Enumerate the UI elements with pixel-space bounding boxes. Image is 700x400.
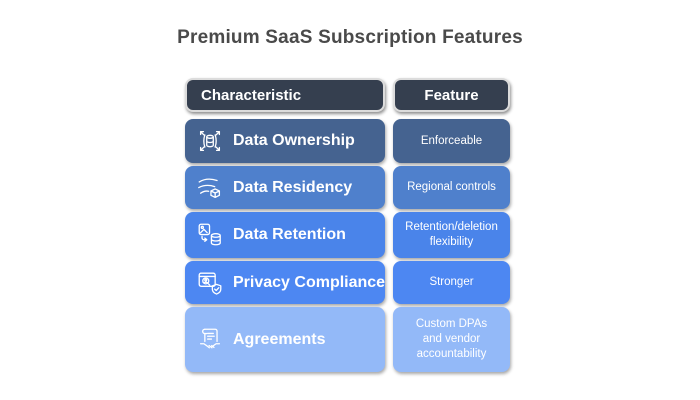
page-title: Premium SaaS Subscription Features — [177, 27, 523, 48]
feature-cell: Custom DPAs and vendor accountability — [393, 307, 510, 372]
features-table: Characteristic Feature Data Ownership En… — [185, 78, 510, 372]
characteristic-label: Data Residency — [233, 178, 353, 196]
data-residency-icon — [195, 173, 225, 203]
characteristic-label: Data Ownership — [233, 132, 355, 149]
table-header-row: Characteristic Feature — [185, 78, 510, 112]
table-row: Data Residency Regional controls — [185, 166, 510, 209]
characteristic-label: Data Retention — [233, 226, 346, 243]
characteristic-cell: Data Residency — [185, 166, 385, 209]
table-row: Data Retention Retention/deletion flexib… — [185, 212, 510, 258]
feature-cell: Regional controls — [393, 166, 510, 209]
table-row: Agreements Custom DPAs and vendor accoun… — [185, 307, 510, 372]
data-retention-icon — [195, 220, 225, 250]
table-row: Data Ownership Enforceable — [185, 119, 510, 163]
characteristic-cell: Data Retention — [185, 212, 385, 258]
feature-cell: Enforceable — [393, 119, 510, 163]
agreements-icon — [195, 325, 225, 355]
characteristic-label: Privacy Compliance — [233, 273, 386, 291]
characteristic-label: Agreements — [233, 330, 326, 348]
privacy-compliance-icon — [195, 268, 225, 298]
table-row: Privacy Compliance Stronger — [185, 261, 510, 304]
characteristic-column-header: Characteristic — [185, 78, 385, 112]
characteristic-cell: Privacy Compliance — [185, 261, 385, 304]
data-ownership-icon — [195, 126, 225, 156]
feature-cell: Stronger — [393, 261, 510, 304]
feature-cell: Retention/deletion flexibility — [393, 212, 510, 258]
characteristic-cell: Data Ownership — [185, 119, 385, 163]
characteristic-cell: Agreements — [185, 307, 385, 372]
feature-column-header: Feature — [393, 78, 510, 112]
